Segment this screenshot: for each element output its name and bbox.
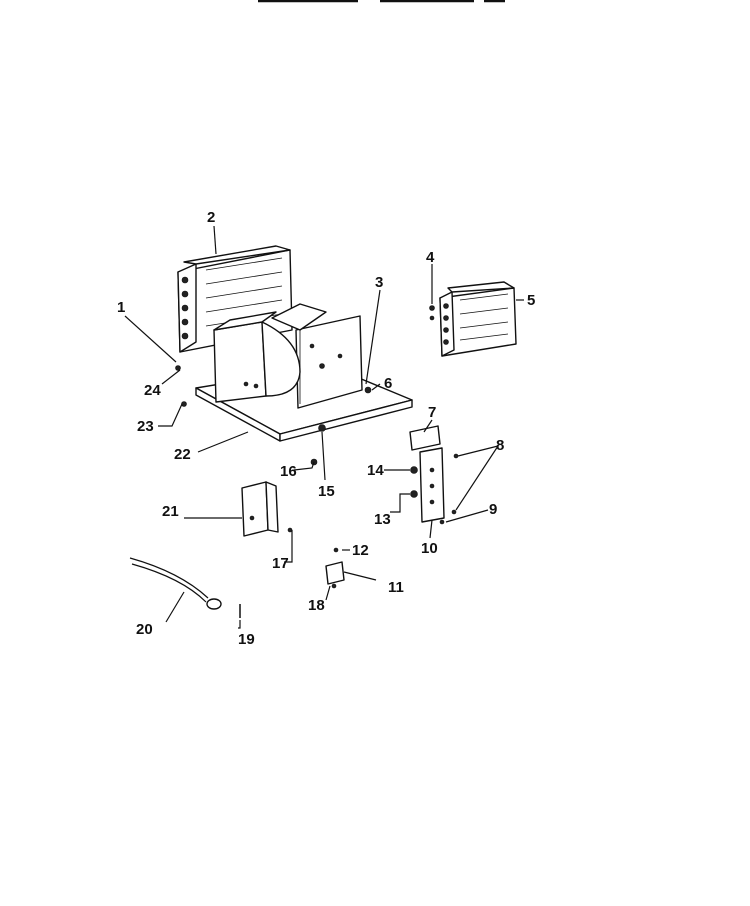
- callout-4: 4: [426, 249, 435, 266]
- callout-21: 21: [162, 503, 179, 520]
- callout-5: 5: [527, 292, 535, 309]
- callout-23: 23: [137, 418, 154, 435]
- callout-labels: 1 2 3 4 5 6 7 8 9 10 11 12 13 14 15 16 1…: [117, 209, 535, 648]
- callout-10: 10: [421, 540, 438, 557]
- callout-19: 19: [238, 631, 255, 648]
- callout-8: 8: [496, 437, 504, 454]
- callout-16: 16: [280, 463, 297, 480]
- callout-11: 11: [388, 579, 404, 596]
- callout-7: 7: [428, 404, 436, 421]
- callout-9: 9: [489, 501, 497, 518]
- callout-1: 1: [117, 299, 125, 316]
- callout-2: 2: [207, 209, 215, 226]
- callout-15: 15: [318, 483, 335, 500]
- callout-12: 12: [352, 542, 369, 559]
- relay-part: [325, 561, 345, 585]
- power-cord-part: [129, 557, 222, 610]
- callout-14: 14: [367, 462, 384, 479]
- blower-housing-part: [213, 311, 301, 403]
- callout-3: 3: [375, 274, 383, 291]
- callout-20: 20: [136, 621, 153, 638]
- callout-24: 24: [144, 382, 161, 399]
- callout-17: 17: [272, 555, 289, 572]
- callout-22: 22: [174, 446, 191, 463]
- leader-lines: [124, 225, 524, 629]
- callout-13: 13: [374, 511, 391, 528]
- condenser-coil-part: [439, 281, 517, 357]
- mounting-bracket-part: [241, 481, 279, 537]
- bulkhead-part: [271, 303, 363, 409]
- callout-18: 18: [308, 597, 325, 614]
- control-bracket-part: [409, 425, 445, 523]
- callout-6: 6: [384, 375, 392, 392]
- fasteners: [175, 305, 459, 618]
